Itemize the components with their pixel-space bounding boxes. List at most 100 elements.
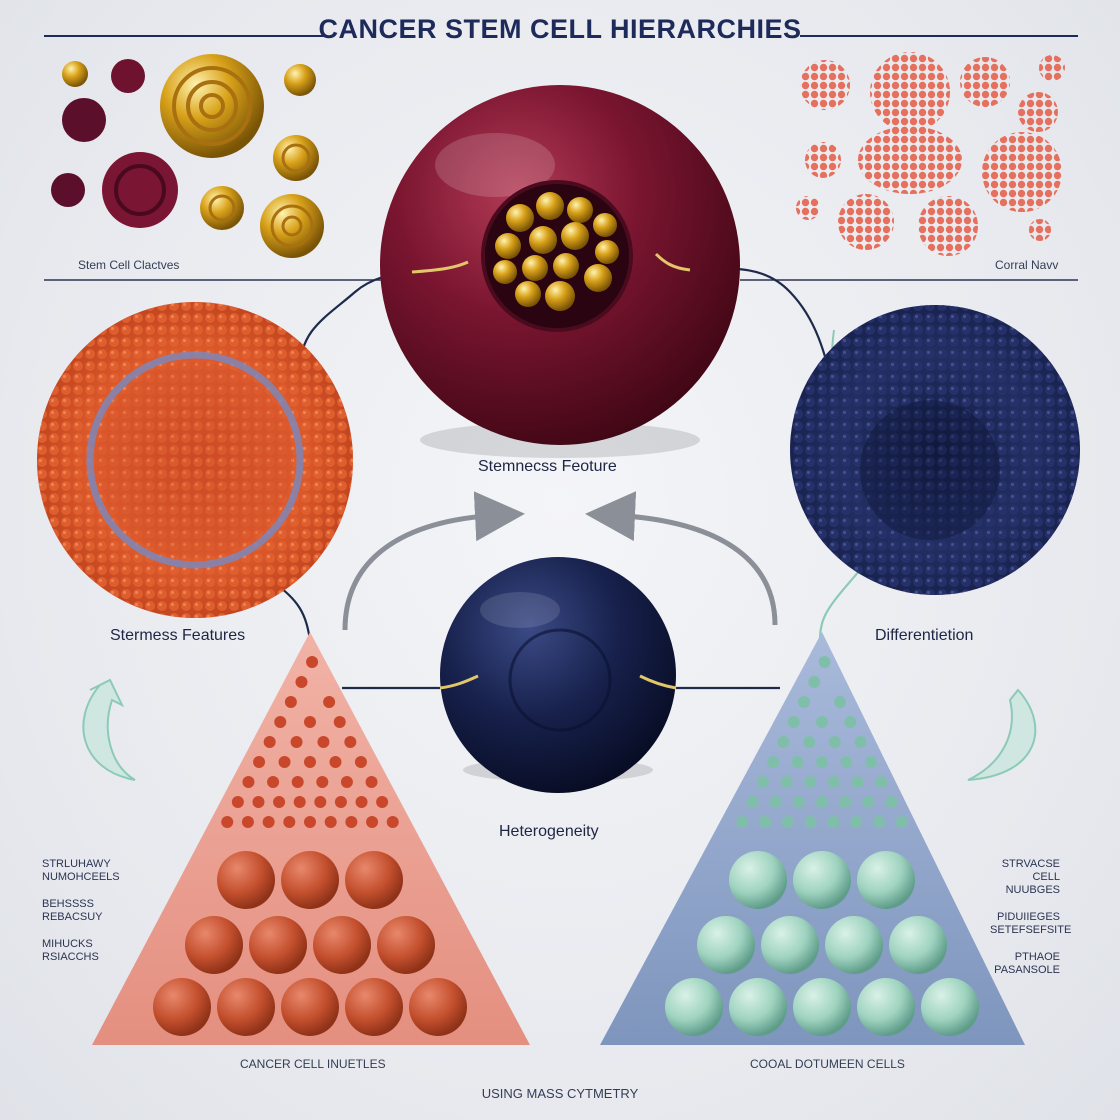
- gold-spiral-cell: [284, 64, 316, 96]
- curved-arrow-right: [585, 491, 778, 626]
- cancer-small-cell: [334, 796, 347, 808]
- cancer-small-cell: [323, 696, 336, 708]
- gold-nucleus: [506, 204, 534, 232]
- gold-nucleus: [545, 281, 575, 311]
- differentiated-small-cell: [804, 776, 817, 788]
- sphere-highlight: [435, 133, 555, 197]
- cancer-small-cell: [263, 736, 276, 748]
- differentiated-small-cell: [759, 816, 772, 828]
- burgundy-cell: [62, 98, 106, 142]
- differentiated-large-cell: [921, 978, 979, 1036]
- left-note-line: BEHSSSS: [42, 898, 94, 910]
- right-note-line: PASANSOLE: [994, 964, 1060, 976]
- coral-cell: [960, 57, 1010, 107]
- right-note-line: PIDUIIEGES: [997, 911, 1060, 923]
- gold-nucleus: [522, 255, 548, 281]
- cancer-large-cell: [249, 916, 307, 974]
- differentiated-small-cell: [827, 816, 840, 828]
- coral-cell: [918, 196, 978, 256]
- differentiated-small-cell: [791, 756, 804, 768]
- orange-cell-disc: [37, 302, 353, 618]
- gold-spiral-ring: [186, 80, 238, 132]
- cancer-large-cell: [153, 978, 211, 1036]
- cancer-small-cell: [355, 796, 368, 808]
- cancer-small-cell: [293, 796, 306, 808]
- right-note-line: SETEFSEFSITE: [990, 924, 1072, 936]
- cancer-small-cell: [316, 776, 329, 788]
- cancer-small-cell: [340, 776, 353, 788]
- gold-ring: [208, 194, 236, 222]
- differentiated-small-cell: [780, 776, 793, 788]
- cancer-small-cell: [333, 716, 346, 728]
- differentiated-small-cell: [736, 816, 749, 828]
- cancer-small-cell: [304, 716, 316, 728]
- differentiated-large-cell: [793, 978, 851, 1036]
- gold-spiral-cell: [260, 194, 324, 258]
- orange-disc-beads: [37, 302, 353, 618]
- stem-cell-cluster-group: [51, 54, 324, 258]
- cancer-small-cell: [284, 696, 297, 708]
- differentiated-small-cell: [767, 756, 780, 768]
- cancer-small-cell: [221, 816, 234, 828]
- coral-cell: [800, 60, 850, 110]
- right-note-line: PTHAOE: [1014, 951, 1060, 963]
- left-notes: STRLUHAWY NUMOHCEELS BEHSSSS REBACSUY MI…: [42, 858, 120, 964]
- sphere-highlight: [480, 592, 560, 628]
- cancer-small-cell: [252, 796, 265, 808]
- differentiated-small-cell: [850, 816, 863, 828]
- gold-ring: [281, 143, 311, 173]
- cancer-small-cell: [253, 756, 266, 768]
- burgundy-ring: [114, 164, 166, 216]
- cancer-small-cell: [242, 776, 255, 788]
- gold-wire: [654, 252, 691, 272]
- differentiated-large-cell: [729, 978, 787, 1036]
- cancer-large-cell: [281, 978, 339, 1036]
- differentiated-small-cell: [828, 736, 841, 748]
- cancer-large-cell: [313, 916, 371, 974]
- coral-cell: [858, 126, 962, 194]
- right-pyramid-caption: COOAL DOTUMEEN CELLS: [750, 1057, 905, 1071]
- differentiated-small-cell: [875, 776, 888, 788]
- right-note-line: NUUBGES: [1005, 884, 1060, 896]
- differentiated-small-cell: [746, 796, 759, 808]
- cancer-small-cell: [304, 756, 316, 768]
- cancer-small-cell: [283, 816, 296, 828]
- cancer-cell-pyramid: [92, 632, 530, 1045]
- left-note-line: REBACSUY: [42, 911, 103, 923]
- gold-nucleus: [495, 233, 521, 259]
- gold-nucleus: [493, 260, 517, 284]
- burgundy-stem-sphere: [380, 85, 740, 458]
- coral-cell: [1029, 219, 1051, 241]
- gold-wire: [439, 674, 479, 690]
- label-heterogeneity: Heterogeneity: [499, 823, 599, 840]
- cancer-small-cell: [304, 816, 316, 828]
- orange-disc-center: [97, 362, 293, 558]
- cancer-small-cell: [274, 716, 287, 728]
- gold-spiral-ring: [172, 66, 252, 146]
- coral-cell: [1018, 92, 1058, 132]
- label-differentiation: Differentietion: [875, 627, 974, 644]
- differentiated-small-cell: [777, 736, 790, 748]
- left-note-line: STRLUHAWY: [42, 858, 111, 870]
- gold-ring: [270, 204, 314, 248]
- differentiated-small-cell: [885, 796, 898, 808]
- differentiated-small-cell: [797, 696, 810, 708]
- cancer-small-cell: [295, 676, 308, 688]
- gold-nucleus: [553, 253, 579, 279]
- gold-wire: [411, 260, 469, 274]
- differentiated-small-cell: [872, 816, 885, 828]
- cancer-large-cell: [345, 851, 403, 909]
- differentiated-small-cell: [834, 696, 847, 708]
- navy-disc-beads: [790, 305, 1080, 595]
- footer-caption: USING MASS CYTMETRY: [481, 1086, 639, 1101]
- label-stemness-left: Stermess Features: [110, 627, 246, 644]
- navy-disc-dimple: [860, 400, 1000, 540]
- cancer-small-cell: [386, 816, 399, 828]
- differentiated-small-cell: [895, 816, 908, 828]
- cancer-small-cell: [267, 776, 280, 788]
- differentiated-small-cell: [804, 816, 817, 828]
- differentiated-small-cell: [816, 756, 828, 768]
- cancer-small-cell: [366, 816, 379, 828]
- cancer-small-cell: [344, 736, 357, 748]
- coral-cell: [796, 196, 820, 220]
